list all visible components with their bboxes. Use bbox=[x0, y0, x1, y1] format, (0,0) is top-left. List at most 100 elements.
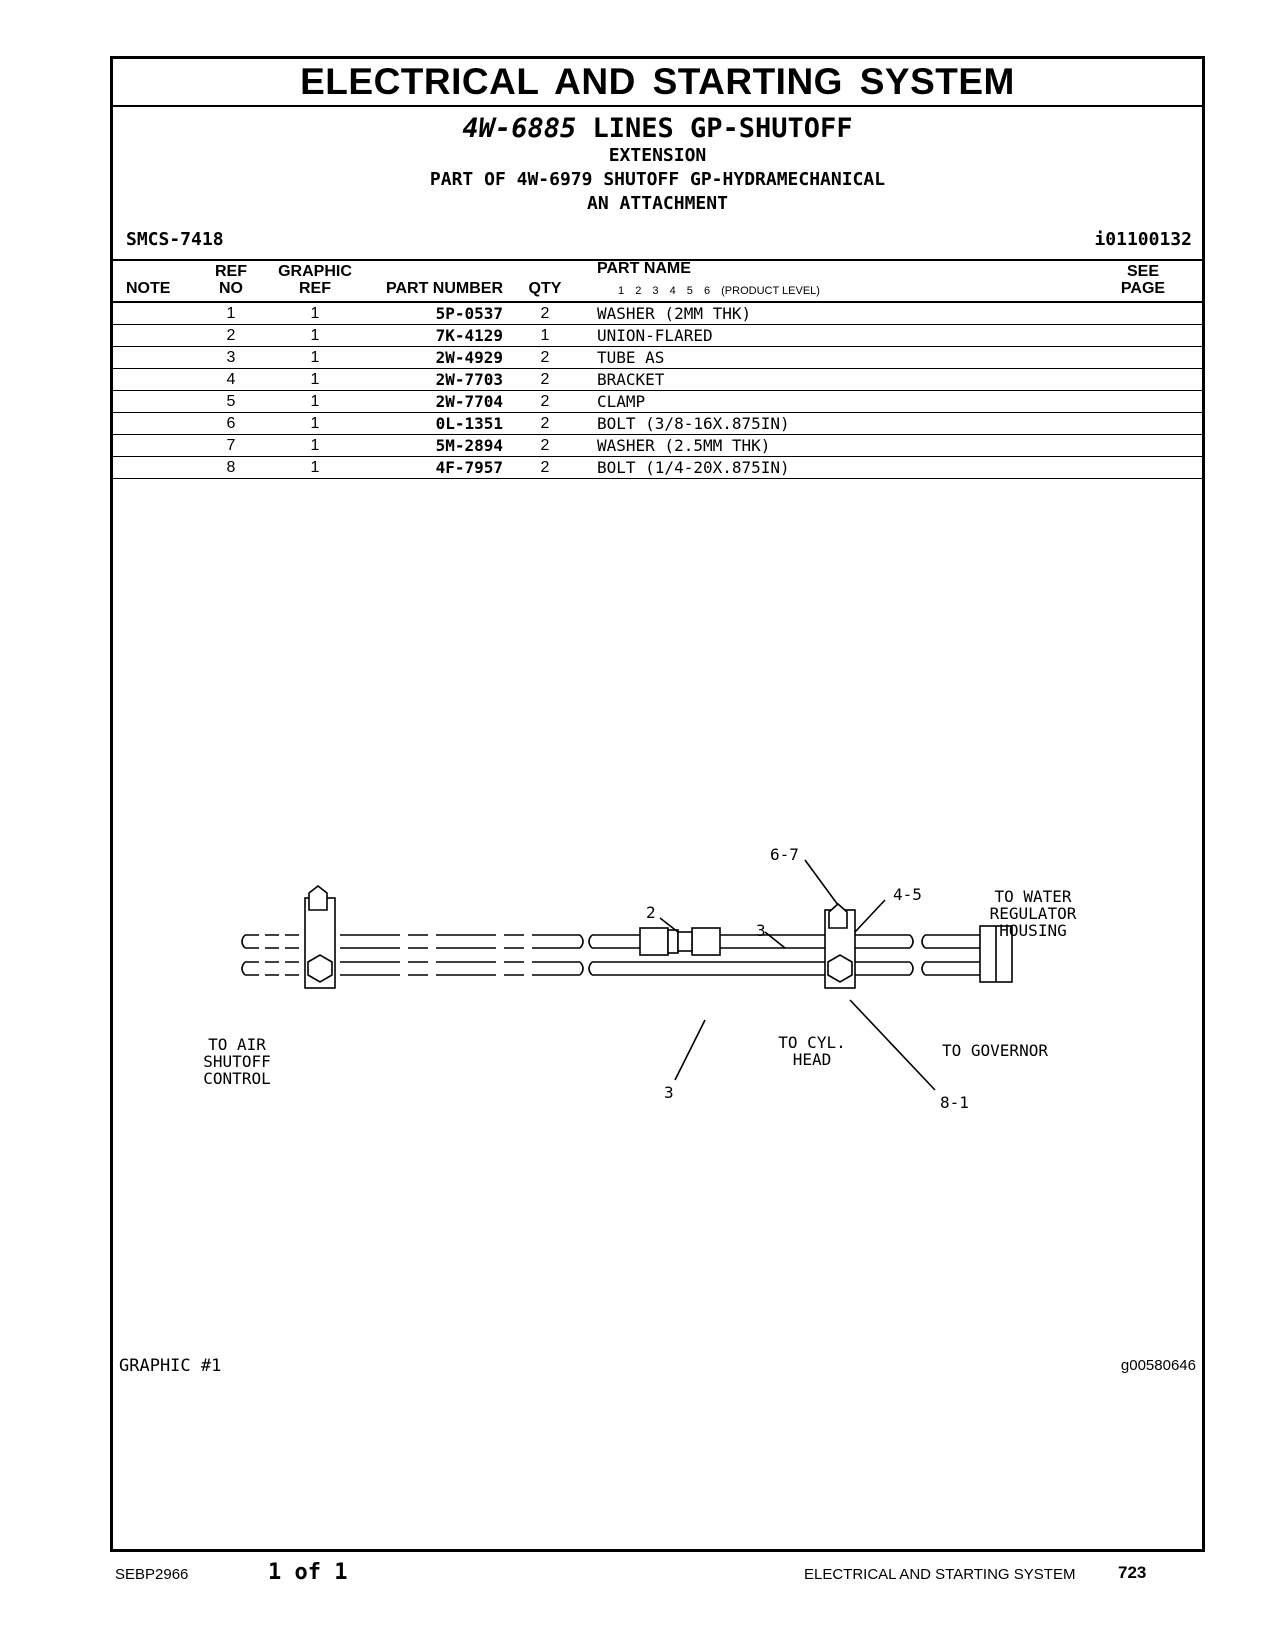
part-number: 4F-7957 bbox=[435, 458, 503, 477]
qty: 2 bbox=[540, 371, 550, 388]
product-level-5: 5 bbox=[686, 285, 693, 297]
part-name: BOLT (3/8-16X.875IN) bbox=[597, 414, 790, 433]
union-nut-right bbox=[691, 927, 721, 956]
graphic-id: g00580646 bbox=[1120, 1357, 1196, 1374]
col-part-number-header: PART NUMBER bbox=[385, 280, 503, 297]
leader-8-1 bbox=[849, 999, 936, 1091]
smcs-code: SMCS-7418 bbox=[126, 229, 224, 250]
group-part-number: 4W-6885 bbox=[462, 113, 577, 144]
table-row: 1 1 5P-0537 2 WASHER (2MM THK) bbox=[113, 303, 1202, 325]
footer-page-of: 1 of 1 bbox=[268, 1560, 348, 1585]
table-row: 2 1 7K-4129 1 UNION-FLARED bbox=[113, 325, 1202, 347]
break-end bbox=[921, 961, 926, 976]
ref-no: 5 bbox=[226, 393, 236, 410]
leader-3-bottom bbox=[674, 1019, 706, 1081]
col-see-page-header-1: SEE bbox=[1126, 263, 1159, 280]
union-nut-left bbox=[639, 927, 669, 956]
qty: 1 bbox=[540, 327, 550, 344]
break-end bbox=[909, 961, 914, 976]
break-end bbox=[241, 934, 246, 949]
col-ref-header-1: REF bbox=[215, 263, 247, 280]
table-row: 8 1 4F-7957 2 BOLT (1/4-20X.875IN) bbox=[113, 457, 1202, 479]
table-row: 4 1 2W-7703 2 BRACKET bbox=[113, 369, 1202, 391]
part-number: 2W-7704 bbox=[435, 392, 503, 411]
callout-3-top: 3 bbox=[756, 921, 766, 940]
graphic-ref: 1 bbox=[310, 415, 320, 432]
break-end bbox=[579, 934, 584, 949]
product-level-label: (PRODUCT LEVEL) bbox=[721, 285, 820, 297]
label-to-water-1: TO WATER bbox=[994, 887, 1071, 906]
ref-no: 8 bbox=[226, 459, 236, 476]
union-center bbox=[677, 931, 693, 952]
qty: 2 bbox=[540, 437, 550, 454]
part-number: 2W-7703 bbox=[435, 370, 503, 389]
union-body bbox=[667, 929, 679, 954]
qty: 2 bbox=[540, 415, 550, 432]
graphic-ref: 1 bbox=[310, 349, 320, 366]
label-to-cyl-1: TO CYL. bbox=[778, 1033, 845, 1052]
part-number: 2W-4929 bbox=[435, 348, 503, 367]
leader-lines bbox=[659, 859, 936, 1091]
ref-no: 4 bbox=[226, 371, 236, 388]
part-number: 5P-0537 bbox=[435, 304, 503, 323]
tube-lines bbox=[241, 934, 980, 976]
col-part-name-header: PART NAME bbox=[597, 260, 691, 277]
leader-3-top bbox=[764, 931, 786, 949]
table-row: 5 1 2W-7704 2 CLAMP bbox=[113, 391, 1202, 413]
break-end bbox=[921, 934, 926, 949]
group-title: 4W-6885 LINES GP-SHUTOFF bbox=[113, 113, 1202, 145]
product-level-4: 4 bbox=[669, 285, 676, 297]
left-clamp-bolt-head bbox=[308, 884, 328, 911]
part-name: BOLT (1/4-20X.875IN) bbox=[597, 458, 790, 477]
graphic-label: GRAPHIC #1 bbox=[119, 1356, 222, 1376]
part-number: 5M-2894 bbox=[435, 436, 503, 455]
part-name: BRACKET bbox=[597, 370, 665, 389]
group-subtitle-1: EXTENSION bbox=[608, 145, 707, 166]
part-name: TUBE AS bbox=[597, 348, 665, 367]
footer-doc-number: SEBP2966 bbox=[115, 1566, 189, 1583]
part-name: WASHER (2.5MM THK) bbox=[597, 436, 771, 455]
leader-4-5 bbox=[854, 899, 886, 933]
break-end bbox=[909, 934, 914, 949]
label-to-air-3: CONTROL bbox=[203, 1069, 270, 1088]
col-see-page-header-2: PAGE bbox=[1120, 280, 1166, 297]
part-name: WASHER (2MM THK) bbox=[597, 304, 752, 323]
part-number: 7K-4129 bbox=[435, 326, 503, 345]
page-frame: ELECTRICAL AND STARTING SYSTEM 4W-6885 L… bbox=[110, 56, 1205, 1552]
right-clamp-bolt-head bbox=[828, 902, 848, 929]
col-graphic-ref-header-1: GRAPHIC bbox=[278, 263, 352, 280]
header-top-rule bbox=[113, 259, 1202, 261]
graphic-ref: 1 bbox=[310, 305, 320, 322]
qty: 2 bbox=[540, 459, 550, 476]
table-row: 7 1 5M-2894 2 WASHER (2.5MM THK) bbox=[113, 435, 1202, 457]
label-to-air-1: TO AIR bbox=[208, 1035, 266, 1054]
product-level-6: 6 bbox=[703, 285, 711, 297]
footer-section: ELECTRICAL AND STARTING SYSTEM bbox=[804, 1566, 1076, 1583]
ref-no: 7 bbox=[226, 437, 236, 454]
graphic-ref: 1 bbox=[310, 327, 320, 344]
label-to-air-2: SHUTOFF bbox=[203, 1052, 270, 1071]
leader-2 bbox=[659, 917, 679, 933]
footer-page-number: 723 bbox=[1118, 1563, 1147, 1582]
label-to-governor: TO GOVERNOR bbox=[942, 1041, 1048, 1060]
graphic-ref: 1 bbox=[310, 393, 320, 410]
qty: 2 bbox=[540, 349, 550, 366]
col-note-header: NOTE bbox=[126, 280, 171, 297]
ref-no: 1 bbox=[226, 305, 236, 322]
break-end bbox=[588, 961, 593, 976]
product-level-1: 1 bbox=[618, 285, 625, 297]
product-level-row: 1 2 3 4 5 6 (PRODUCT LEVEL) bbox=[618, 285, 820, 297]
label-to-water-3: HOUSING bbox=[999, 921, 1066, 940]
callout-3-bottom: 3 bbox=[664, 1083, 674, 1102]
break-end bbox=[241, 961, 246, 976]
table-row: 3 1 2W-4929 2 TUBE AS bbox=[113, 347, 1202, 369]
callout-8-1: 8-1 bbox=[940, 1093, 969, 1112]
label-to-cyl-2: HEAD bbox=[793, 1050, 832, 1069]
callout-6-7: 6-7 bbox=[770, 845, 799, 864]
graphic-ref: 1 bbox=[310, 459, 320, 476]
part-name: CLAMP bbox=[597, 392, 646, 411]
ref-no: 3 bbox=[226, 349, 236, 366]
col-ref-header-2: NO bbox=[219, 280, 243, 297]
leader-6-7 bbox=[804, 859, 839, 906]
table-row: 6 1 0L-1351 2 BOLT (3/8-16X.875IN) bbox=[113, 413, 1202, 435]
